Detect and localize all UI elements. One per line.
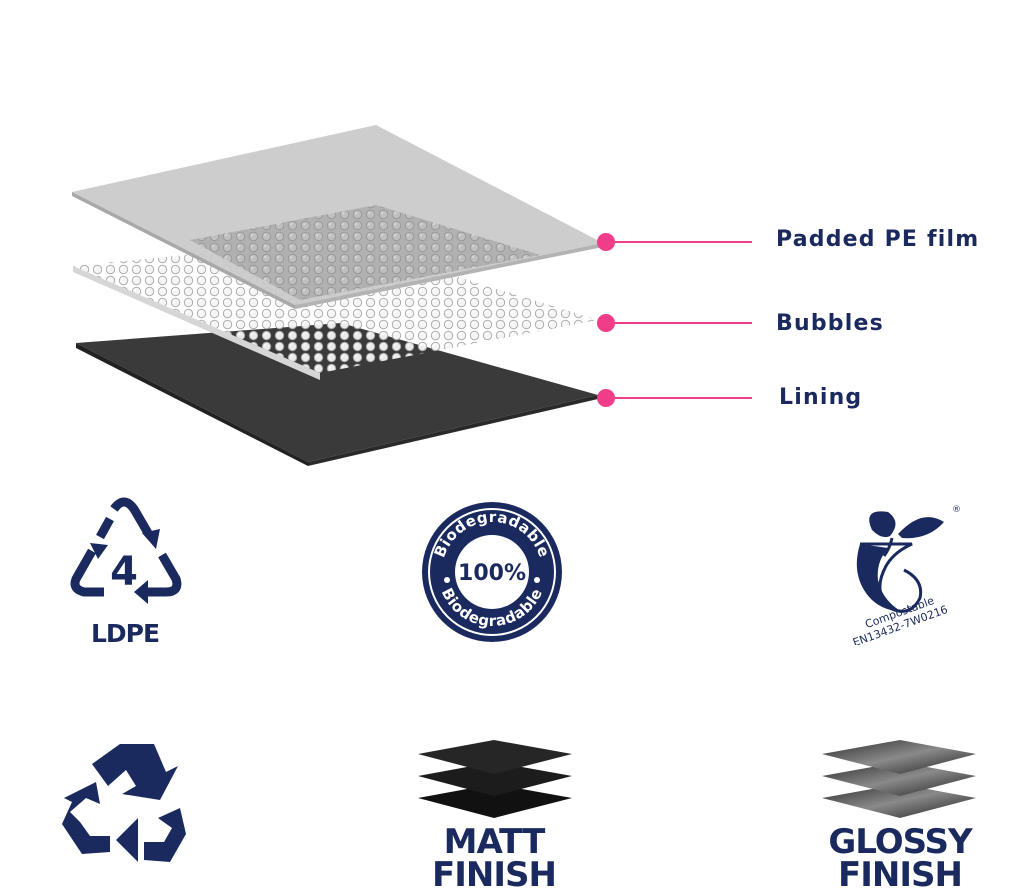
biodegradable-center-text: 100% <box>458 561 526 586</box>
ldpe-recycle-icon: 4 LDPE <box>62 497 188 649</box>
matt-line1: MATT <box>443 822 546 862</box>
glossy-line2: FINISH <box>838 855 963 895</box>
recycle-mark <box>62 742 188 866</box>
biodegradable-seal: Biodegradable Biodegradable 100% <box>420 500 564 644</box>
recycle-triangle-icon: 4 <box>70 497 182 604</box>
seedling-icon: ® Compostable EN13432-7W0216 <box>851 505 961 649</box>
compostable-mark: ® Compostable EN13432-7W0216 <box>832 500 972 649</box>
padded-pe-film-sheet <box>72 125 603 309</box>
layers-diagram <box>72 125 752 466</box>
matt-line2: FINISH <box>432 855 557 895</box>
ldpe-number: 4 <box>110 549 138 595</box>
glossy-line1: GLOSSY <box>828 822 972 862</box>
lining-sheet <box>76 323 598 466</box>
pointer-padded-pe-film <box>597 233 752 251</box>
label-padded-pe-film: Padded PE film <box>776 227 980 252</box>
glossy-layers-icon <box>822 740 976 818</box>
registered-mark: ® <box>952 505 961 515</box>
bubbles-sheet <box>73 240 598 380</box>
matt-finish-mark: MATT FINISH <box>414 738 574 892</box>
pointer-bubbles <box>597 314 752 332</box>
biodegradable-seal-icon: Biodegradable Biodegradable 100% <box>422 502 562 642</box>
ldpe-label: LDPE <box>90 619 160 648</box>
matt-layers-icon <box>418 740 572 818</box>
label-lining: Lining <box>779 385 863 410</box>
glossy-finish-mark: GLOSSY FINISH <box>816 738 984 892</box>
label-bubbles: Bubbles <box>776 311 884 336</box>
pointer-lining <box>597 389 752 407</box>
recycle-icon <box>62 744 186 862</box>
